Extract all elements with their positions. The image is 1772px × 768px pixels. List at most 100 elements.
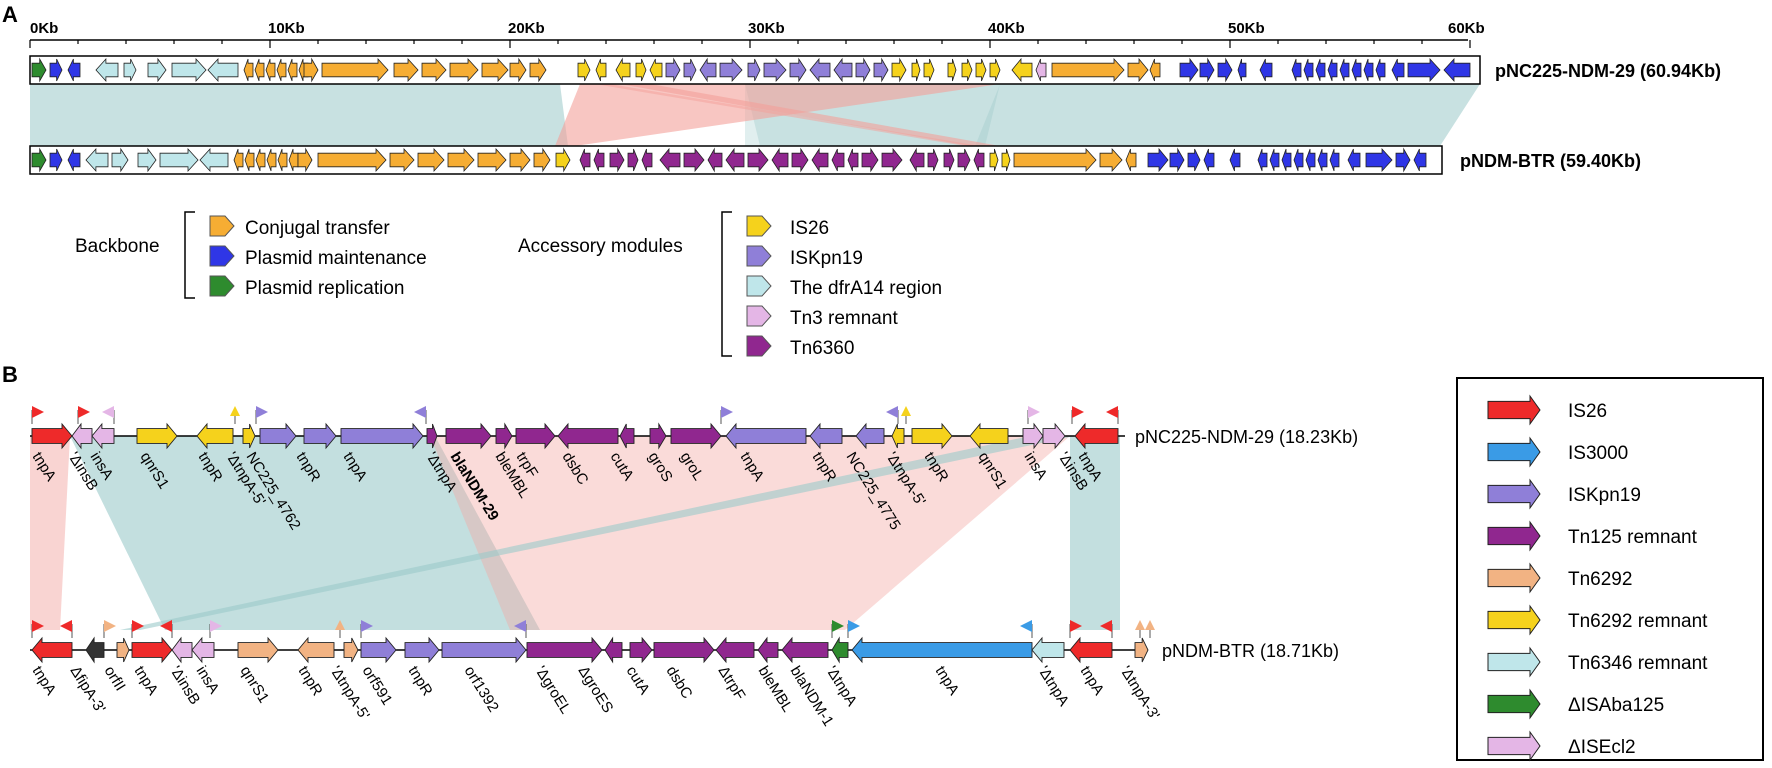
gene-arrow [1125,148,1137,172]
gene-arrow [266,148,277,172]
gene-arrow [136,422,178,450]
legend-label: ISKpn19 [1568,485,1641,506]
gene-arrow [1259,58,1273,82]
homology-ribbon [1070,436,1120,630]
gene-arrow [1147,147,1169,173]
gene-arrow [579,148,591,172]
gene-arrow [404,636,440,664]
gene-arrow [747,147,769,173]
panel-a-label: A [2,2,18,27]
accessory-legend: Accessory modules IS26 ISKpn19 The dfrA1… [518,211,942,359]
gene-arrow [855,422,885,450]
gene-arrow [683,147,705,173]
gene-arrow [615,57,631,83]
gene-arrow [31,57,47,83]
terminal-repeat-flag [60,620,72,632]
kb-scale-ruler: 0Kb 10Kb 20Kb 30Kb 40Kb 50Kb 60Kb [29,20,1485,48]
t2-gene-label: orfII [101,663,129,694]
legend-swatch-dfra14-region [746,275,772,297]
homology-ribbon [30,436,70,630]
gene-arrow [343,637,359,663]
panel-b-track-2-name: pNDM-BTR (18.71Kb) [1162,641,1339,661]
gene-arrow [629,636,653,664]
t2-gene-label: 'ΔtnpA [823,663,861,709]
gene-arrow [969,422,1009,450]
gene-arrow [1031,636,1065,664]
terminal-repeat-flag [1028,406,1040,418]
terminal-repeat-flag [721,406,733,418]
panel-a-track-2-name: pNDM-BTR (59.40Kb) [1460,151,1641,171]
legend-label: Tn6292 [1568,569,1632,590]
gene-arrow [725,147,745,173]
inverted-homology-ribbon [120,436,1075,630]
legend-swatch-tn6360 [746,335,772,357]
terminal-repeat-flag [210,620,222,632]
gene-arrow [1074,422,1119,450]
gene-arrow [199,147,229,173]
gene-arrow [1291,58,1302,82]
t2-gene-label: ΔtrpF [715,663,749,703]
gene-arrow [1351,58,1362,82]
gene-arrow [1391,58,1405,82]
gene-arrow [957,148,971,172]
gene-arrow [1149,58,1161,82]
gene-arrow [533,147,551,173]
terminal-repeat-flag [104,620,116,632]
gene-arrow [509,57,527,83]
inverted-homology-ribbon [620,84,1000,146]
terminal-repeat-flag [1070,620,1082,632]
t2-gene-label: tnpA [29,663,60,698]
panel-b-label: B [2,362,18,387]
gene-arrow [747,58,761,82]
legend-label-conjugal-transfer: Conjugal transfer [245,218,390,239]
gene-arrow [31,636,73,664]
gene-arrow [1363,58,1374,82]
panel-a-homology-ribbons [30,84,1480,146]
terminal-repeat-flag [160,620,172,632]
homology-ribbon [975,84,1480,146]
insertion-marker [335,620,345,630]
gene-arrow [297,636,335,664]
gene-arrow [31,147,47,173]
terminal-repeat-flag [1100,620,1112,632]
scale-tick-10: 10Kb [268,20,305,37]
terminal-repeat-flag [78,406,90,418]
gene-arrow [445,422,492,450]
gene-arrow [1413,148,1427,172]
gene-arrow [1022,422,1044,450]
t2-gene-label: cutA [623,663,653,697]
legend-swatch-is26 [746,215,772,237]
legend-label: IS3000 [1568,443,1628,464]
gene-arrow [509,147,531,173]
legend-label: Tn125 remnant [1568,527,1698,548]
accessory-legend-title: Accessory modules [518,236,683,257]
gene-arrow [529,57,547,83]
gene-arrow [481,57,509,83]
gene-arrow [635,58,647,82]
gene-arrow [961,58,973,82]
terminal-repeat-flag [1072,406,1084,418]
gene-arrow [237,636,279,664]
gene-arrow [276,58,287,82]
gene-arrow [1179,57,1199,83]
gene-arrow [85,147,109,173]
gene-arrow [49,148,63,172]
gene-arrow [1187,148,1201,172]
gene-arrow [855,57,871,83]
gene-arrow [71,422,93,450]
insertion-marker [1145,620,1155,630]
gene-arrow [653,636,715,664]
gene-arrow [91,422,115,450]
gene-arrow [1217,57,1233,83]
gene-arrow [891,423,905,449]
gene-arrow [1329,148,1340,172]
legend-arrow [1487,436,1541,468]
gene-arrow [288,148,299,172]
gene-arrow [1199,57,1215,83]
gene-arrow [303,422,337,450]
homology-ribbon [70,436,540,630]
gene-arrow [67,148,81,172]
legend-arrow [1487,730,1541,762]
gene-arrow [191,636,215,664]
gene-arrow [947,58,957,82]
